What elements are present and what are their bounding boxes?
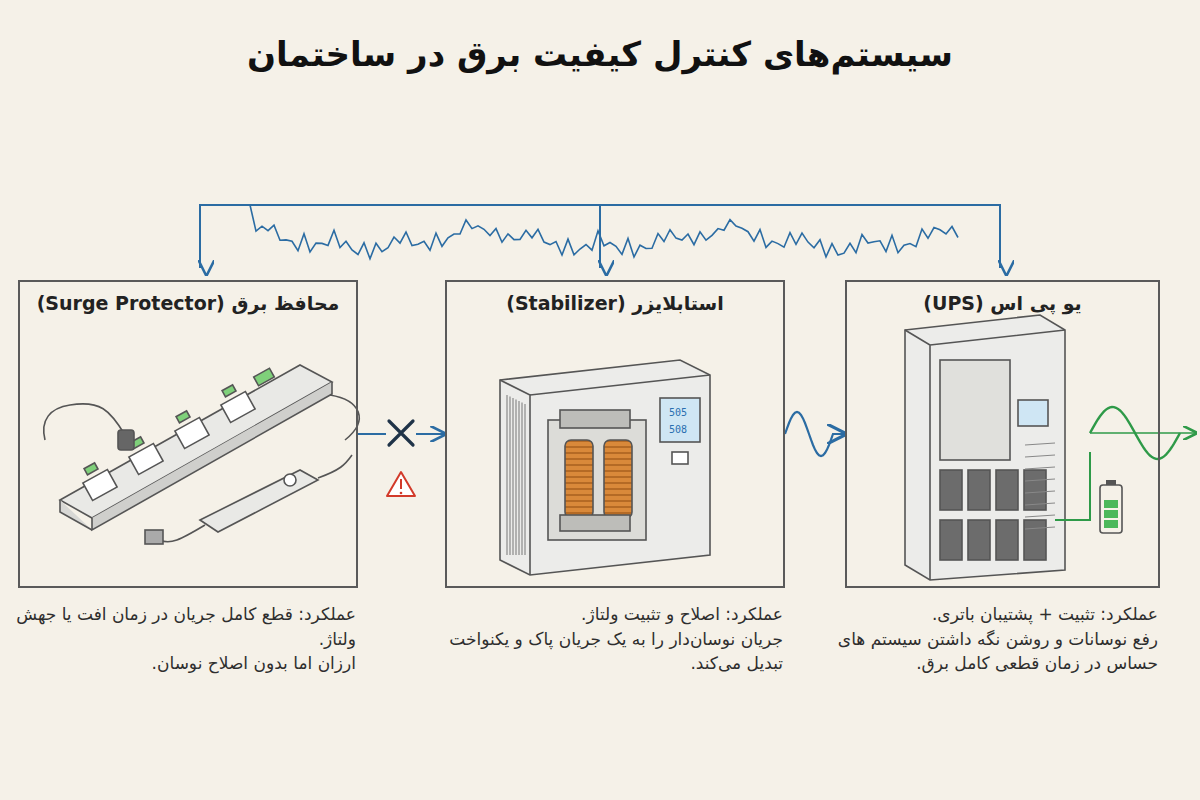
battery-cell — [940, 520, 962, 560]
vent — [1025, 503, 1055, 505]
box-heading: یو پی اس (UPS) — [847, 282, 1158, 314]
box-heading: استابلایزر (Stabilizer) — [447, 282, 783, 314]
fin — [513, 398, 514, 555]
battery-cell — [968, 520, 990, 560]
vent — [1025, 467, 1055, 469]
fin — [525, 404, 526, 555]
fin — [522, 403, 523, 556]
output-wave — [1055, 407, 1196, 533]
fin — [519, 401, 520, 555]
box-heading: محافظ برق (Surge Protector) — [20, 282, 356, 314]
battery-cell — [940, 470, 962, 510]
display-readout: 508 — [669, 425, 687, 435]
stabilizer-unit — [500, 360, 710, 575]
diagram-title: سیستم‌های کنترل کیفیت برق در ساختمان — [0, 34, 1200, 74]
outlet-led — [84, 463, 98, 475]
battery-cell — [996, 470, 1018, 510]
vent — [1025, 527, 1055, 529]
description-text: رفع نوسانات و روشن نگه داشتن سیستم های ح… — [835, 627, 1158, 676]
description-block: عملکرد: اصلاح و تثبیت ولتاژ.جریان نوسان‌… — [435, 602, 783, 676]
device-box: یو پی اس (UPS)عملکرد: تثبیت + پشتیبان با… — [845, 280, 1160, 588]
description-block: عملکرد: قطع کامل جریان در زمان افت یا جه… — [8, 602, 356, 676]
vent — [1025, 515, 1055, 517]
vent — [1025, 443, 1055, 445]
fin — [507, 395, 508, 555]
description-text: عملکرد: تثبیت + پشتیبان باتری. — [835, 602, 1158, 627]
vent — [1025, 491, 1055, 493]
description-text: عملکرد: اصلاح و تثبیت ولتاژ. — [435, 602, 783, 627]
feed-lines — [200, 205, 1000, 268]
battery-cell — [1024, 520, 1046, 560]
description-text: ارزان اما بدون اصلاح نوسان. — [8, 651, 356, 676]
battery-cell — [968, 470, 990, 510]
device-box: استابلایزر (Stabilizer)عملکرد: اصلاح و ت… — [445, 280, 785, 588]
description-text: جریان نوسان‌دار را به یک جریان پاک و یکن… — [435, 627, 783, 676]
fin — [516, 400, 517, 556]
vent — [1025, 479, 1055, 481]
device-box: محافظ برق (Surge Protector)عملکرد: قطع ک… — [18, 280, 358, 588]
vent — [1025, 455, 1055, 457]
ups-unit — [905, 315, 1065, 580]
outlet-led — [176, 411, 190, 423]
power-strip — [44, 365, 359, 544]
description-block: عملکرد: تثبیت + پشتیبان باتری.رفع نوسانا… — [835, 602, 1158, 676]
clean-wave-arrow — [785, 412, 845, 456]
noisy-waveform — [250, 205, 958, 259]
description-text: عملکرد: قطع کامل جریان در زمان افت یا جه… — [8, 602, 356, 651]
outlet-led — [222, 385, 236, 397]
fin — [510, 397, 511, 556]
battery-cell — [996, 520, 1018, 560]
display-readout: 505 — [669, 408, 687, 418]
